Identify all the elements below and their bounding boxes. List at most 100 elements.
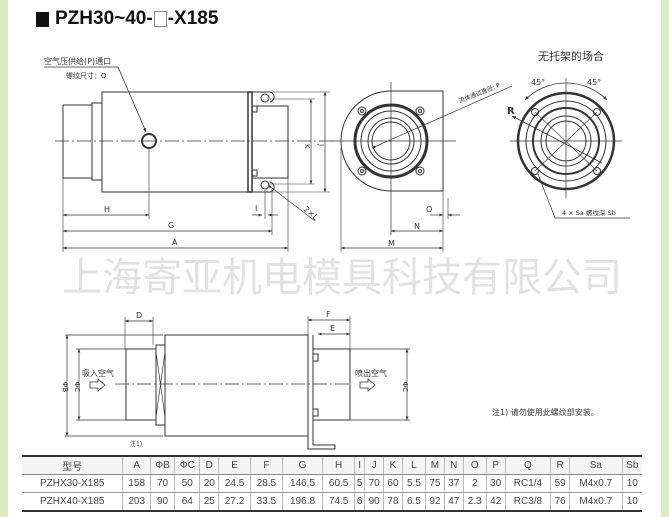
no-bracket-title: 无托架的场合	[538, 49, 604, 63]
value-cell: 27.2	[218, 492, 251, 511]
page-border-right	[661, 0, 669, 517]
value-cell: 42	[485, 492, 506, 511]
value-cell: O	[462, 456, 487, 475]
lower-drawing: ΦB ΦC ΦC D F E 吸入空气 喷出空气 注1) 注1) 请勿使用此螺纹…	[61, 310, 599, 450]
angle-right-label: 45°	[587, 78, 601, 87]
value-cell: 24.5	[218, 474, 251, 493]
dim-e: E	[330, 324, 335, 333]
dim-a: A	[172, 238, 178, 247]
value-cell: 10	[621, 474, 642, 493]
model-cell: PZHX30-X185	[22, 474, 123, 493]
value-cell: Q	[504, 456, 551, 475]
value-cell: RC3/8	[504, 492, 551, 511]
thread-size-label: 螺纹尺寸：Q	[66, 71, 107, 80]
value-cell: A	[122, 456, 151, 475]
dim-l: 2×L	[302, 205, 321, 223]
port-label: 空气压供给(P)通口	[44, 56, 111, 66]
side-view	[44, 66, 335, 252]
value-cell: 76	[550, 492, 570, 511]
dim-o: O	[426, 205, 432, 214]
value-cell: P	[485, 456, 506, 475]
dim-j: J	[317, 143, 325, 146]
value-cell: 5	[354, 474, 365, 493]
value-cell: 60.5	[322, 474, 355, 493]
value-cell: F	[250, 456, 283, 475]
value-cell: 70	[149, 474, 175, 493]
value-cell: 196.8	[281, 492, 323, 511]
value-cell: 20	[199, 474, 219, 493]
value-cell: 75	[425, 474, 445, 493]
dim-phi-c-outlet: ΦC	[401, 382, 409, 393]
value-cell: I	[354, 456, 365, 475]
angle-left-label: 45°	[531, 78, 545, 87]
radius-label: R	[507, 106, 515, 117]
value-cell: Sa	[569, 456, 623, 475]
dim-m: M	[388, 239, 395, 248]
value-cell: M	[425, 456, 445, 475]
value-cell: Sb	[621, 456, 642, 475]
no-bracket-view	[510, 78, 630, 219]
value-cell: 146.5	[281, 474, 323, 493]
mount-thread-label: 4 × Sa 螺纹深 Sb	[562, 208, 616, 217]
value-cell: 28.5	[250, 474, 283, 493]
dim-h: H	[104, 205, 110, 214]
front-view	[331, 82, 513, 252]
mounting-note: 注1) 请勿使用此螺纹部安装。	[492, 407, 599, 417]
inlet-label: 吸入空气	[82, 368, 114, 378]
value-cell: 78	[383, 492, 403, 511]
value-cell: 70	[364, 474, 384, 493]
dim-i: I	[255, 204, 257, 213]
value-cell: M4x0.7	[569, 474, 623, 493]
dim-g: G	[168, 221, 174, 230]
value-cell: L	[401, 456, 426, 475]
value-cell: 90	[149, 492, 175, 511]
outlet-label: 喷出空气	[355, 368, 387, 378]
value-cell: E	[218, 456, 251, 475]
value-cell: H	[322, 456, 355, 475]
value-cell: 6.5	[401, 492, 426, 511]
value-cell: D	[199, 456, 219, 475]
value-cell: ΦB	[149, 456, 175, 475]
bottom-view	[65, 316, 410, 450]
value-cell: 2.3	[462, 492, 487, 511]
note-ref: 注1)	[130, 440, 142, 448]
title-suffix: -X185	[167, 8, 219, 29]
placeholder-box-icon	[153, 11, 167, 27]
value-cell: 10	[621, 492, 642, 511]
value-cell: 92	[425, 492, 445, 511]
dim-n: N	[414, 222, 420, 231]
model-cell: 型号	[22, 456, 123, 475]
page-title: PZH30~40- -X185	[36, 8, 218, 30]
value-cell: J	[364, 456, 384, 475]
watermark: 上海寄亚机电模具科技有限公司	[62, 255, 622, 301]
square-bullet-icon	[36, 11, 49, 27]
value-cell: 37	[443, 474, 464, 493]
value-cell: 33.5	[250, 492, 283, 511]
dim-f: F	[326, 310, 331, 319]
inlet-arrow-icon	[89, 378, 106, 392]
dim-d: D	[136, 311, 142, 320]
value-cell: 5.5	[401, 474, 426, 493]
value-cell: 50	[174, 474, 200, 493]
value-cell: 158	[122, 474, 151, 493]
model-cell: PZHX40-X185	[39, 496, 105, 507]
value-cell: K	[383, 456, 403, 475]
value-cell: N	[443, 456, 464, 475]
flow-diameter-label: 流体通过直径: P	[458, 81, 502, 105]
value-cell: 74.5	[322, 492, 355, 511]
upper-drawings: 空气压供给(P)通口 螺纹尺寸：Q H G A I 2×L K J 流体通过直径…	[44, 49, 630, 252]
value-cell: 64	[174, 492, 200, 511]
value-cell: 47	[443, 492, 464, 511]
value-cell: M4x0.7	[569, 492, 623, 511]
title-prefix: PZH30~40-	[55, 8, 153, 29]
value-cell: 30	[485, 474, 506, 493]
value-cell: 2	[462, 474, 487, 493]
dim-phi-c-inlet: ΦC	[73, 382, 81, 393]
value-cell: 59	[550, 474, 570, 493]
value-cell: 60	[383, 474, 403, 493]
